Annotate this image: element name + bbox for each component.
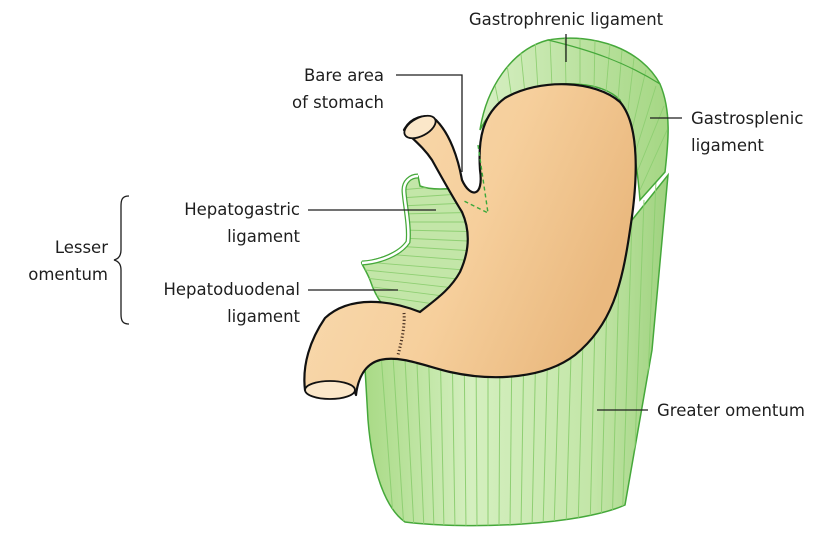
label-gastrophrenic-ligament: Gastrophrenic ligament <box>469 10 664 29</box>
label-hepatoduodenal-line2: ligament <box>227 307 300 326</box>
label-bare-area-line2: of stomach <box>292 93 384 112</box>
label-greater-omentum: Greater omentum <box>657 401 805 420</box>
label-gastrosplenic-line2: ligament <box>691 136 764 155</box>
duodenum-opening <box>305 381 355 399</box>
label-lesser-omentum-line1: Lesser <box>55 238 108 257</box>
label-gastrosplenic-line1: Gastrosplenic <box>691 109 803 128</box>
label-lesser-omentum-line2: omentum <box>28 265 108 284</box>
label-bare-area-line1: Bare area <box>304 66 384 85</box>
label-hepatogastric-line1: Hepatogastric <box>184 200 300 219</box>
label-hepatoduodenal-line1: Hepatoduodenal <box>163 280 300 299</box>
label-hepatogastric-line2: ligament <box>227 227 300 246</box>
lesser-omentum-brace <box>114 196 129 324</box>
